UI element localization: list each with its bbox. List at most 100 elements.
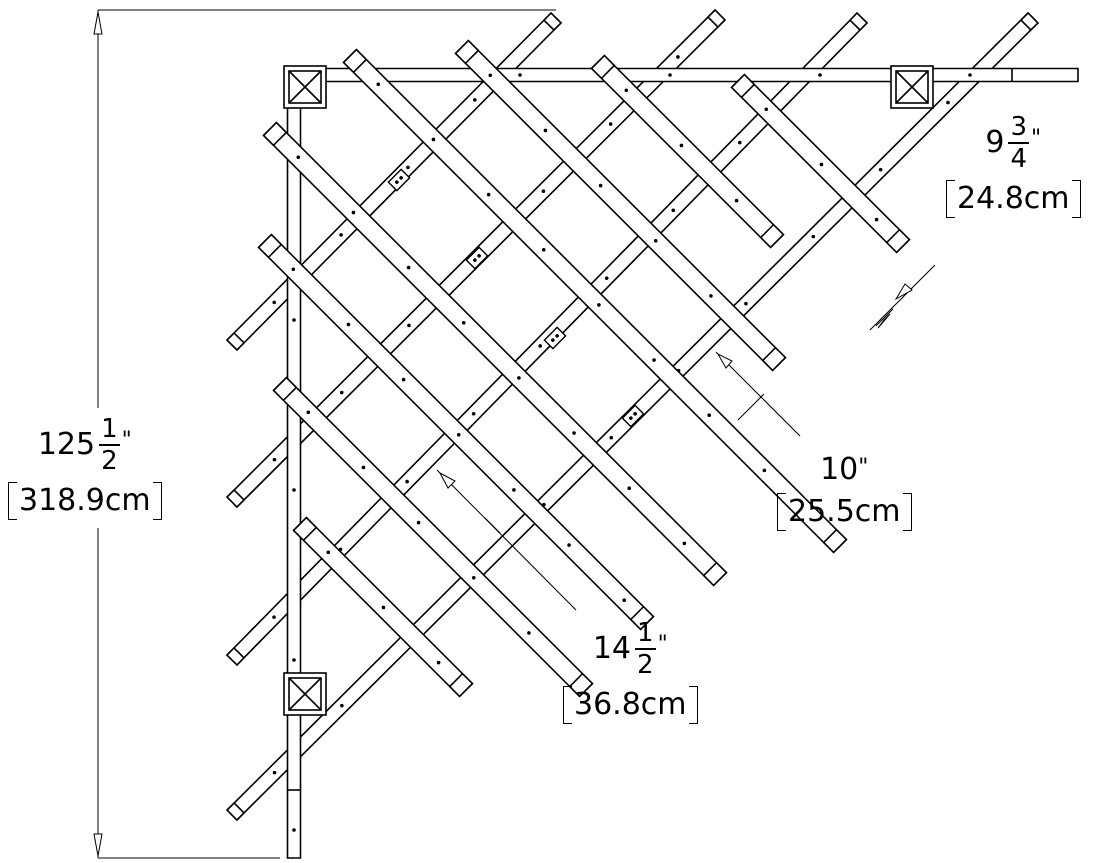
upper-member-end <box>272 376 298 402</box>
bolt-dot <box>272 457 277 462</box>
bolt-dot <box>567 543 571 547</box>
span-c-denominator: 4 <box>1008 142 1030 174</box>
span-a-denominator: 2 <box>635 648 656 680</box>
bolt-dot <box>709 294 713 298</box>
bolt-dot <box>272 770 277 775</box>
lower-member-end <box>706 8 727 29</box>
span-c-numerator: 3 <box>1010 112 1028 142</box>
connector-bracket <box>621 404 645 428</box>
span-b-metric-value: 25.5cm <box>788 494 901 529</box>
bolt-dot <box>361 465 366 470</box>
bolt-dot <box>351 210 356 215</box>
span-b-metric: 25.5cm <box>777 493 912 531</box>
upper-member-end <box>885 228 911 254</box>
upper-member-end <box>702 561 728 587</box>
span-c-fraction: 3 4 <box>1008 112 1030 174</box>
connector-bracket-body <box>465 246 489 270</box>
connector-bolt <box>399 176 403 180</box>
bolt-dot <box>292 658 296 662</box>
bolt-dot <box>764 107 769 112</box>
upper-member-end <box>759 223 785 249</box>
bolt-dot <box>541 189 546 193</box>
bolt-dot <box>604 276 609 280</box>
bolt-dot <box>734 198 739 203</box>
bolt-dot <box>609 435 614 440</box>
bolt-dot <box>471 411 476 416</box>
overall-height-dimension: 125 1 2 " 318.9cm <box>8 416 162 520</box>
dimension-lines <box>93 9 936 859</box>
span-b-dimension: 10 " 25.5cm <box>777 455 912 531</box>
span-a-numerator: 1 <box>637 618 654 648</box>
span-a-fraction: 1 2 <box>635 620 656 678</box>
bolt-dot <box>405 479 409 484</box>
bolt-dot <box>622 598 627 603</box>
dimension-line <box>715 351 801 437</box>
bolt-dot <box>762 468 767 473</box>
bolt-dot <box>608 122 613 126</box>
upper-member-end <box>257 233 283 259</box>
bolt-dot <box>401 377 406 382</box>
bolt-dot <box>272 300 277 305</box>
bolt-dot <box>340 703 344 708</box>
span-a-unit: " <box>657 632 668 657</box>
bolt-dot <box>818 73 822 77</box>
lower-member-end <box>542 11 563 32</box>
bolt-dot <box>668 73 672 77</box>
bolt-dot <box>292 318 296 322</box>
bolt-dot <box>811 234 816 239</box>
arrowhead <box>894 283 913 301</box>
bolt-dot <box>517 376 521 380</box>
upper-member-end <box>761 346 787 372</box>
overall-height-metric-value: 318.9cm <box>19 483 151 518</box>
left-frame-beam <box>286 69 302 859</box>
lower-member-end <box>225 331 246 352</box>
bolt-dot <box>653 238 658 243</box>
bolt-dot <box>339 233 343 237</box>
overall-height-unit: " <box>121 428 132 453</box>
post-caps <box>283 65 934 716</box>
dimension-line <box>436 469 577 611</box>
bolt-dot <box>874 217 879 222</box>
bolt-dot <box>339 390 344 395</box>
bolt-dot <box>406 265 411 270</box>
span-b-unit: " <box>858 455 869 480</box>
upper-member-end <box>822 528 848 554</box>
bolt-dot <box>407 323 411 328</box>
bolt-dot <box>456 432 461 437</box>
arrowhead <box>438 471 456 489</box>
connector-bolt <box>395 180 399 184</box>
connector-bracket <box>465 246 489 270</box>
connector-bolt <box>555 334 559 338</box>
span-c-dimension: 9 3 4 " 24.8cm <box>946 114 1081 218</box>
extension-line <box>737 393 765 421</box>
bolt-dot <box>416 520 421 525</box>
bolt-dot <box>878 167 883 172</box>
lower-member-end <box>848 11 869 32</box>
span-c-metric: 24.8cm <box>946 180 1081 218</box>
connector-bolt <box>473 258 477 262</box>
bolt-dot <box>652 358 656 362</box>
bolt-dot <box>436 660 441 665</box>
span-a-whole: 14 <box>592 631 632 666</box>
lower-member-end <box>225 488 246 509</box>
connector-bracket-body <box>543 326 567 350</box>
bolt-dot <box>538 344 542 348</box>
bolt-dot <box>819 162 824 167</box>
bolt-dot <box>346 322 351 327</box>
span-c-whole: 9 <box>985 125 1005 160</box>
bolt-dot <box>737 140 742 145</box>
bolt-dot <box>744 301 748 306</box>
bolt-dot <box>272 615 276 619</box>
post-cap-cross <box>288 677 322 711</box>
bolt-dot <box>296 155 301 160</box>
bolt-dot <box>473 98 477 102</box>
bolt-dot <box>431 137 436 142</box>
bolt-dot <box>707 413 712 418</box>
lower-member-end <box>1019 11 1040 32</box>
upper-member-end <box>448 672 474 698</box>
arrowhead <box>877 313 891 329</box>
connector-bracket-body <box>621 404 645 428</box>
bolt-dot <box>518 73 522 77</box>
bolt-dot <box>627 486 632 491</box>
bolt-dot <box>488 73 493 78</box>
